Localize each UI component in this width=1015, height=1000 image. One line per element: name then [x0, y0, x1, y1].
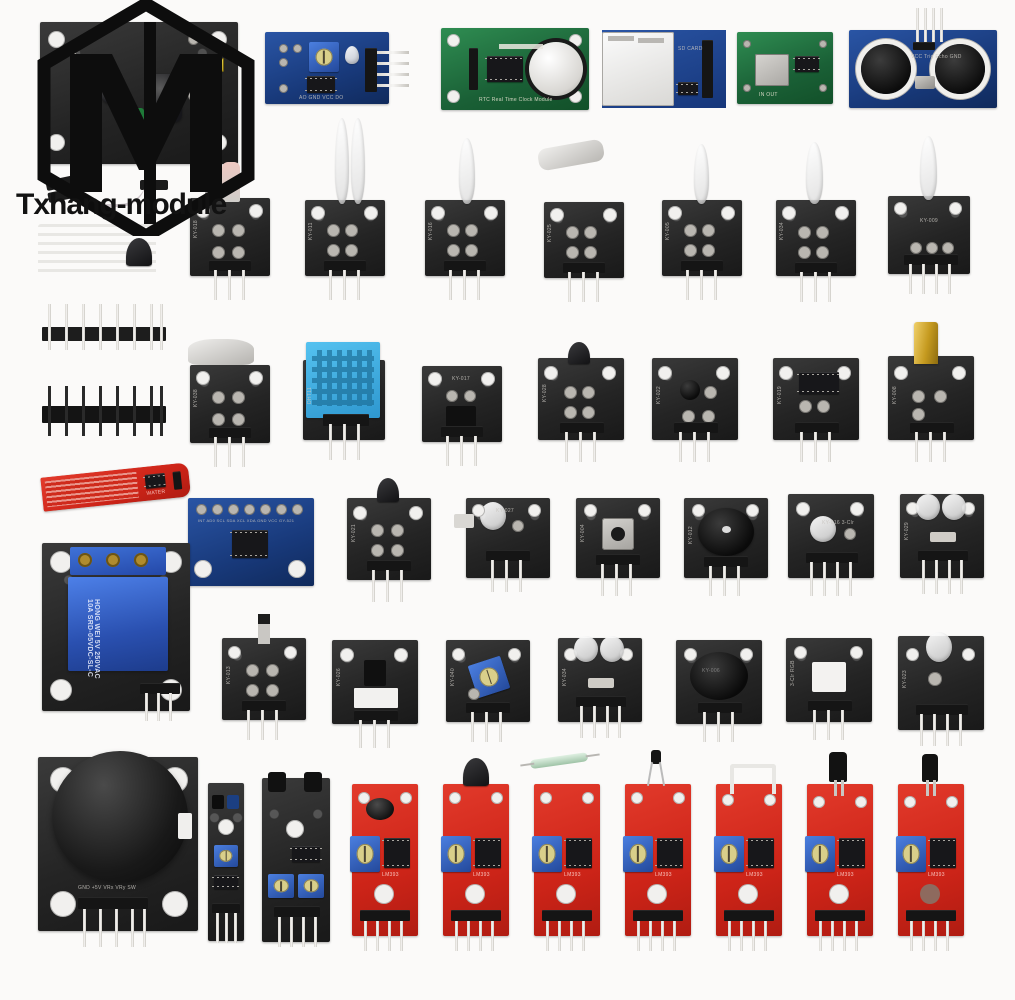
ky-019-relay-driver-module: KY-019	[773, 358, 859, 462]
silk-label-ky004: KY-004	[580, 523, 586, 542]
silk-label-ky026: KY-026	[336, 667, 342, 686]
ky-027-magic-light-cup-module: KY-027	[454, 498, 550, 592]
ky-013-analog-temperature-sensor-module: KY-013	[222, 614, 306, 740]
silk-label-lm393-f: LM393	[837, 872, 854, 878]
photo-interrupter-light-module: LM393	[714, 764, 782, 951]
silk-label-ky012: KY-012	[688, 525, 694, 544]
ky-025-reed-switch-module: KY-025	[536, 138, 624, 302]
silk-label-ky029: KY-029	[904, 521, 910, 540]
silk-label-ky017: KY-017	[452, 376, 471, 382]
silk-label-ky023small: KY-023	[902, 669, 908, 688]
silk-label-ky013: KY-013	[226, 665, 232, 684]
tcrt5000-ir-line-tracking-sensor	[208, 783, 244, 943]
silk-label-lm393-a: LM393	[382, 872, 399, 878]
ky-021-mini-magnetic-reed-module: KY-021	[347, 478, 431, 602]
ky-016-three-color-led-module: KY-016 3-Clr	[788, 494, 874, 596]
ky-009-smd-rgb-led-module-b: 3-Clr RGB	[786, 638, 872, 740]
pin-header-strip-8p-male	[42, 386, 166, 436]
sound-detection-sensor-module: AO GND VCC DO	[265, 32, 409, 104]
reed-switch-magnetic-module: LM393	[532, 784, 600, 951]
ky-034-7-color-flash-led-module: KY-034	[776, 142, 856, 302]
rain-water-level-sensor-board: WATER	[40, 462, 192, 517]
silk-label-ky040: KY-040	[450, 667, 456, 686]
silk-label-ultrasonic: VCC Trig Echo GND	[911, 54, 962, 60]
silk-label-lm393-e: LM393	[746, 872, 763, 878]
ky-011-two-color-led-module: KY-011	[305, 118, 385, 300]
lm35-analog-temperature-module: LM393	[441, 758, 509, 951]
silk-label-ky034b: KY-034	[562, 667, 568, 686]
ky-026-flame-sensor-module: KY-026	[332, 640, 418, 748]
dht11-temperature-humidity-module: DHT11	[303, 342, 385, 460]
mpu-6050-gyro-accelerometer-module: INT AD0 SCL SDA XCL XDA GND VCC GY-521	[188, 498, 314, 586]
silk-label-ky022: KY-022	[656, 385, 662, 404]
silk-label-lm393-g: LM393	[928, 872, 945, 878]
silk-label-joystick: GND +5V VRx VRy SW	[78, 885, 137, 891]
ky-034-auto-flash-led-module: KY-034	[558, 636, 642, 738]
silk-label-ky009: KY-009	[920, 218, 939, 224]
silk-label-sound: AO GND VCC DO	[299, 95, 344, 101]
silk-label-ky006: KY-006	[702, 668, 721, 674]
silk-label-ky038: KY-038	[193, 388, 199, 407]
silk-label-ky027: KY-027	[496, 508, 515, 514]
breadboard-power-supply-module: 5V GND 3.3V	[40, 22, 238, 164]
ky-029-bicolor-led-module: KY-029	[900, 494, 984, 594]
watermark-text: Txhang-module	[16, 188, 227, 221]
silk-label-lm393-b: LM393	[473, 872, 490, 878]
silk-label-ky018: KY-018	[193, 219, 199, 238]
silk-label-ky009b: 3-Clr RGB	[790, 660, 796, 686]
ky-017-mercury-tilt-switch-module: KY-017	[422, 366, 502, 466]
silk-label-power: 5V GND 3.3V	[180, 75, 214, 81]
silk-label-ky008: KY-008	[892, 385, 898, 404]
ir-obstacle-avoidance-sensor	[262, 772, 330, 947]
ky-022-infrared-receiver-module: KY-022	[652, 358, 738, 462]
silk-label-ky028: KY-028	[542, 383, 548, 402]
ky-005-infrared-emitter-module: KY-005	[662, 144, 742, 300]
silk-label-lm393-c: LM393	[564, 872, 581, 878]
silk-label-ky019: KY-019	[777, 385, 783, 404]
silk-label-relay: HONG WEI 5V 250VAC 10A SRD-05VDC-SL-C	[86, 599, 100, 679]
flame-infrared-receiver-module: LM393	[805, 752, 873, 951]
silk-label-ky025: KY-025	[547, 223, 553, 242]
ir-infrared-receiver-module: LM393	[896, 754, 964, 951]
ky-012-active-buzzer-module: KY-012	[684, 498, 768, 596]
micro-sd-card-reader-module: SD CARD	[602, 30, 726, 108]
silk-label-ky034: KY-034	[779, 221, 785, 240]
hc-sr04-ultrasonic-distance-sensor: VCC Trig Echo GND	[849, 8, 997, 108]
ky-023-xy-joystick-breakout: KY-023	[898, 632, 984, 746]
ky-040-rotary-trimmer-module: KY-040	[446, 640, 530, 742]
silk-label-ky005: KY-005	[665, 221, 671, 240]
silk-label-lm393-d: LM393	[655, 872, 672, 878]
single-channel-relay-module: HONG WEI 5V 250VAC 10A SRD-05VDC-SL-C	[42, 543, 190, 721]
ky-008-laser-transmitter-module: KY-008	[888, 322, 974, 462]
ky-028-thermistor-temperature-module: KY-028	[538, 342, 624, 462]
silk-label-ky016: KY-016	[428, 221, 434, 240]
silk-label-regulator: IN OUT	[759, 92, 778, 98]
ky-006-passive-buzzer-module: KY-006	[676, 640, 762, 742]
silk-label-sdcard: SD CARD	[678, 46, 703, 52]
silk-label-ky021: KY-021	[351, 523, 357, 542]
silk-label-ky016b: KY-016 3-Clr	[822, 520, 855, 526]
reed-switch-glass-loose	[519, 747, 600, 774]
silk-label-mpu6050: INT AD0 SCL SDA XCL XDA GND VCC GY-521	[198, 518, 295, 523]
ky-038-microphone-sound-module: KY-038	[188, 339, 270, 467]
ky-004-push-button-switch-module: KY-004	[576, 498, 660, 596]
microphone-sound-detection-module: LM393	[350, 784, 418, 951]
silk-label-ky011: KY-011	[308, 222, 314, 240]
silk-label-dht11: DHT11	[307, 387, 313, 404]
ky-023-dual-axis-xy-joystick-module: GND +5V VRx VRy SW	[38, 751, 198, 947]
ky-009-smd-rgb-led-module: KY-009	[888, 136, 970, 294]
pin-header-strip-8p-female	[42, 304, 166, 350]
ds1302-real-time-clock-module: RTC Real Time Clock Module	[441, 28, 589, 110]
voltage-regulator-module: IN OUT	[737, 32, 833, 104]
ntc-thermistor-temperature-module: LM393	[623, 750, 691, 951]
ky-016-rgb-led-module: KY-016	[425, 138, 505, 300]
silk-label-rtc: RTC Real Time Clock Module	[479, 97, 553, 103]
